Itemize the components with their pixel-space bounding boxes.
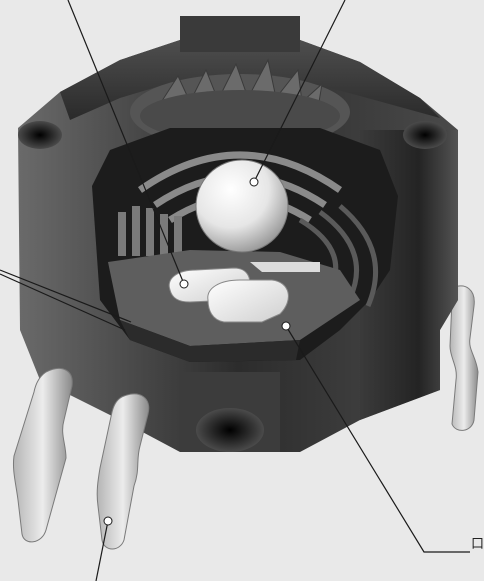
leg-right-rear	[450, 286, 478, 430]
label-right-bottom: 口	[471, 537, 484, 553]
marker-leg	[104, 517, 112, 525]
marker-ball	[250, 178, 258, 186]
front-hole	[196, 408, 264, 452]
marker-floor	[282, 322, 290, 330]
right-hole	[403, 121, 447, 149]
ball	[196, 160, 288, 252]
left-hole	[18, 121, 62, 149]
marker-pad	[180, 280, 188, 288]
